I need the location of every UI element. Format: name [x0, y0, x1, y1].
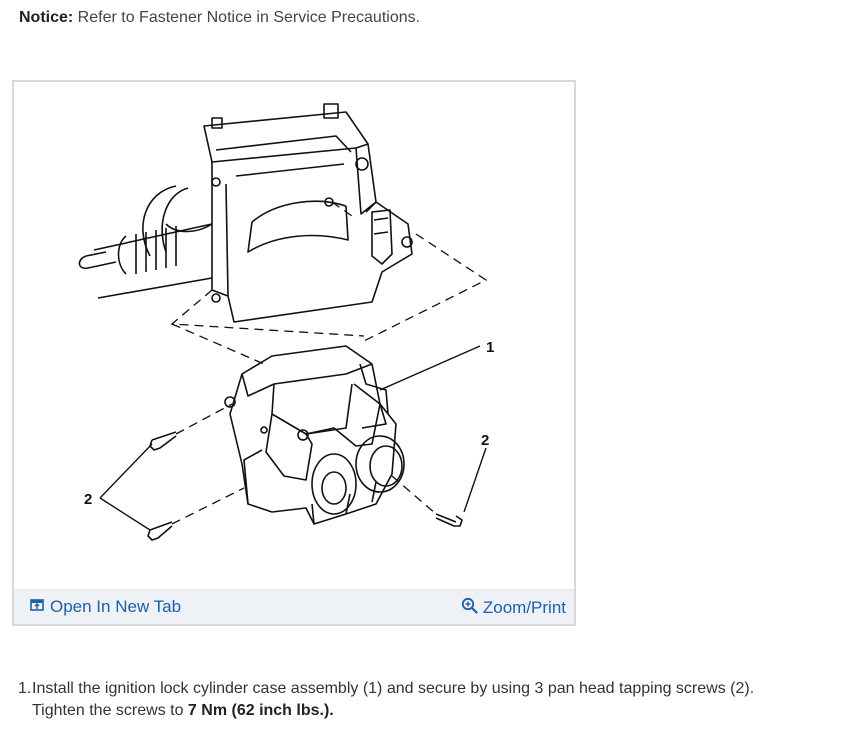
callout-1: 1 — [486, 339, 494, 356]
open-in-new-tab-link[interactable]: Open In New Tab — [30, 597, 181, 617]
figure-container: 1 2 2 Open In New Tab — [12, 80, 576, 626]
notice-text: Refer to Fastener Notice in Service Prec… — [73, 9, 421, 26]
step-text-tighten: Tighten the screws to — [32, 702, 188, 719]
ignition-lock-diagram: 1 2 2 — [16, 84, 574, 592]
callout-2-right: 2 — [481, 432, 489, 449]
open-in-new-tab-label: Open In New Tab — [50, 597, 182, 616]
list-item: 1.Install the ignition lock cylinder cas… — [18, 678, 858, 722]
zoom-print-label: Zoom/Print — [482, 598, 566, 617]
diagram-drawing: 1 2 2 — [78, 103, 494, 541]
step-number: 1. — [18, 680, 32, 697]
notice-label: Notice: — [19, 9, 74, 26]
zoom-print-link[interactable]: Zoom/Print — [461, 597, 566, 619]
notice-line: Notice: Refer to Fastener Notice in Serv… — [19, 9, 420, 27]
open-new-tab-icon — [30, 597, 45, 617]
figure-toolbar: Open In New Tab Zoom/Print — [14, 589, 574, 624]
instruction-list: 1.Install the ignition lock cylinder cas… — [18, 678, 858, 722]
zoom-magnifier-icon — [461, 597, 478, 619]
callout-2-left: 2 — [84, 491, 92, 508]
torque-spec: 7 Nm (62 inch lbs.). — [187, 702, 334, 719]
step-text-line1: Install the ignition lock cylinder case … — [32, 680, 755, 697]
step-text-line2: Tighten the screws to 7 Nm (62 inch lbs.… — [18, 700, 858, 722]
